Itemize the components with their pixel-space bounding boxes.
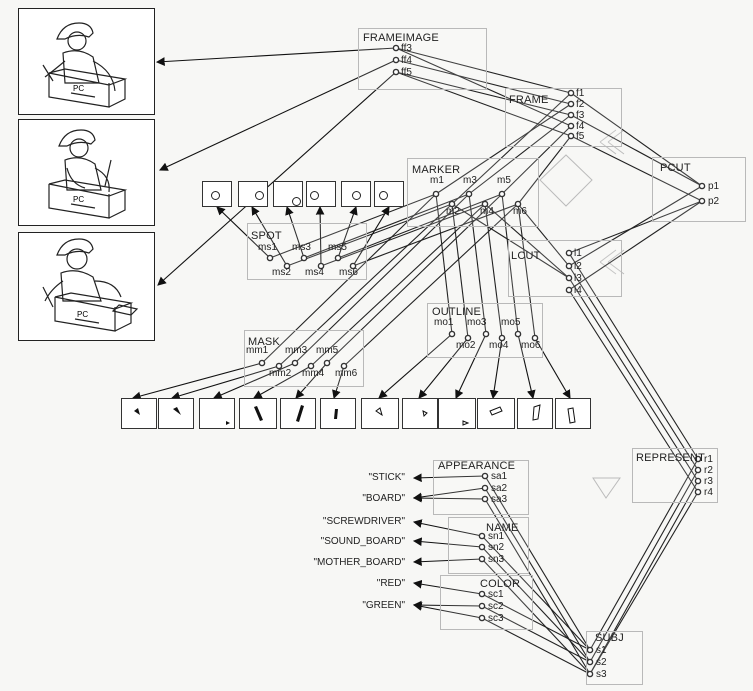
represent-port-r4: r4 — [704, 488, 713, 498]
output-label-screwdriver: "SCREWDRIVER" — [280, 516, 405, 527]
frame-picture-2: PC — [18, 119, 155, 226]
color-port-sc2: sc2 — [488, 602, 504, 612]
output-label-red: "RED" — [300, 578, 405, 589]
spot-port-ms1: ms1 — [258, 243, 277, 253]
marker-port-m5: m5 — [497, 176, 511, 186]
frame-picture-1: PC — [18, 8, 155, 115]
outline-thumbnail — [517, 398, 553, 429]
marker-port-m2: m2 — [446, 207, 460, 217]
frame-port-f2: f2 — [576, 100, 584, 110]
outline-port-mo1: mo1 — [434, 318, 453, 328]
frameimage-port-ff4: ff4 — [401, 56, 412, 66]
outline-port-mo5: mo5 — [501, 318, 520, 328]
outline-thumbnail — [402, 398, 438, 429]
spot-port-ms6: ms6 — [339, 268, 358, 278]
outline-port-mo3: mo3 — [467, 318, 486, 328]
subj-port-s1: s1 — [596, 646, 607, 656]
spot-thumbnail — [238, 181, 268, 207]
spot-title: SPOT — [251, 230, 282, 242]
lcut-port-l2: l2 — [574, 262, 582, 272]
mask-thumbnail — [121, 398, 157, 429]
spot-thumbnail — [202, 181, 232, 207]
marker-port-m4: m4 — [480, 207, 494, 217]
name-port-sn1: sn1 — [488, 532, 504, 542]
name-port-sn3: sn3 — [488, 555, 504, 565]
outline-thumbnail — [361, 398, 399, 429]
outline-thumbnail — [438, 398, 476, 429]
mask-port-mm5: mm5 — [316, 346, 338, 356]
frame-picture-3: PC — [18, 232, 155, 341]
subj-port-s3: s3 — [596, 670, 607, 680]
spot-thumbnail — [374, 181, 404, 207]
mask-port-mm6: mm6 — [335, 369, 357, 379]
lcut-title: LCUT — [511, 250, 541, 262]
pcut-title: PCUT — [660, 162, 691, 174]
pcut-port-p2: p2 — [708, 197, 719, 207]
mask-thumbnail — [280, 398, 316, 429]
mask-thumbnail — [239, 398, 277, 429]
frame-port-f3: f3 — [576, 111, 584, 121]
spot-thumbnail — [273, 181, 303, 207]
mask-thumbnail — [320, 398, 356, 429]
marker-port-m3: m3 — [463, 176, 477, 186]
lcut-node[interactable] — [508, 240, 622, 297]
marker-port-m6: m6 — [513, 207, 527, 217]
mask-thumbnail — [199, 398, 235, 429]
appearance-port-sa1: sa1 — [491, 472, 507, 482]
represent-title: REPRESENT — [636, 452, 705, 464]
spot-port-ms5: ms5 — [328, 243, 347, 253]
spot-thumbnail — [306, 181, 336, 207]
output-label-sound-board: "SOUND_BOARD" — [280, 536, 405, 547]
appearance-port-sa3: sa3 — [491, 495, 507, 505]
mask-thumbnail — [158, 398, 194, 429]
outline-port-mo4: mo4 — [489, 341, 508, 351]
subj-title: SUBJ — [595, 632, 624, 644]
appearance-port-sa2: sa2 — [491, 484, 507, 494]
outline-port-mo2: mo2 — [456, 341, 475, 351]
color-port-sc1: sc1 — [488, 590, 504, 600]
output-label-board: "BOARD" — [300, 493, 405, 504]
represent-port-r3: r3 — [704, 477, 713, 487]
pc-label: PC — [73, 195, 84, 204]
output-label-mother-board: "MOTHER_BOARD" — [280, 557, 405, 568]
pc-label: PC — [73, 84, 84, 93]
outline-port-mo6: mo6 — [521, 341, 540, 351]
frame-port-f5: f5 — [576, 132, 584, 142]
mask-port-mm2: mm2 — [269, 369, 291, 379]
lcut-port-l4: l4 — [574, 286, 582, 296]
mask-port-mm4: mm4 — [302, 369, 324, 379]
mask-port-mm3: mm3 — [285, 346, 307, 356]
spot-port-ms3: ms3 — [292, 243, 311, 253]
outline-thumbnail — [555, 398, 591, 429]
output-label-stick: "STICK" — [300, 472, 405, 483]
represent-port-r2: r2 — [704, 466, 713, 476]
output-arrow — [133, 363, 262, 398]
represent-port-r1: r1 — [704, 455, 713, 465]
pcut-port-p1: p1 — [708, 182, 719, 192]
name-port-sn2: sn2 — [488, 543, 504, 553]
lcut-port-l1: l1 — [574, 249, 582, 259]
frame-title: FRAME — [509, 94, 549, 106]
frame-port-f1: f1 — [576, 89, 584, 99]
frameimage-port-ff3: ff3 — [401, 44, 412, 54]
outline-thumbnail — [477, 398, 515, 429]
spot-port-ms4: ms4 — [305, 268, 324, 278]
color-port-sc3: sc3 — [488, 614, 504, 624]
frameimage-port-ff5: ff5 — [401, 68, 412, 78]
spot-thumbnail — [341, 181, 371, 207]
subj-port-s2: s2 — [596, 658, 607, 668]
output-label-green: "GREEN" — [300, 600, 405, 611]
pc-label: PC — [77, 310, 88, 319]
marker-port-m1: m1 — [430, 176, 444, 186]
spot-port-ms2: ms2 — [272, 268, 291, 278]
mask-port-mm1: mm1 — [246, 346, 268, 356]
lcut-port-l3: l3 — [574, 274, 582, 284]
